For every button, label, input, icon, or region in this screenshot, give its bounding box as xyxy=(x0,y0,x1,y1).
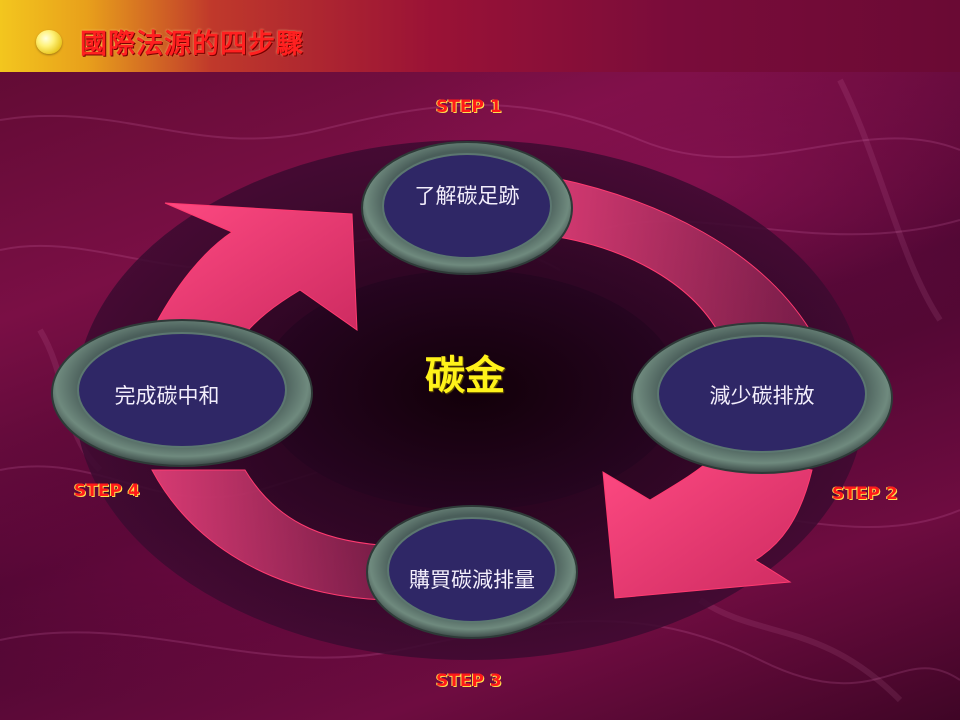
bullet-icon xyxy=(36,30,62,54)
node-step3 xyxy=(366,505,578,639)
step4-label: STEP 4 xyxy=(74,481,140,501)
center-label: 碳金 xyxy=(425,353,505,399)
arrow-step3-to-step4 xyxy=(151,469,396,601)
step1-text: 了解碳足跡 xyxy=(414,184,520,208)
arrow-step2-to-step3 xyxy=(602,454,813,599)
center-ellipse xyxy=(260,270,680,510)
node-step1 xyxy=(361,141,573,275)
node-step4 xyxy=(51,319,313,467)
step2-label: STEP 2 xyxy=(832,484,898,504)
arrow-step4-to-step1 xyxy=(149,202,358,341)
node-step2 xyxy=(631,322,893,474)
step1-label: STEP 1 xyxy=(436,97,502,117)
step3-label: STEP 3 xyxy=(436,671,502,691)
step2-text: 減少碳排放 xyxy=(709,384,815,408)
title-bar: 國際法源的四步驟 xyxy=(0,0,960,72)
slide-title: 國際法源的四步驟 xyxy=(80,29,304,60)
step3-text: 購買碳減排量 xyxy=(409,568,535,592)
step4-text: 完成碳中和 xyxy=(114,384,220,408)
